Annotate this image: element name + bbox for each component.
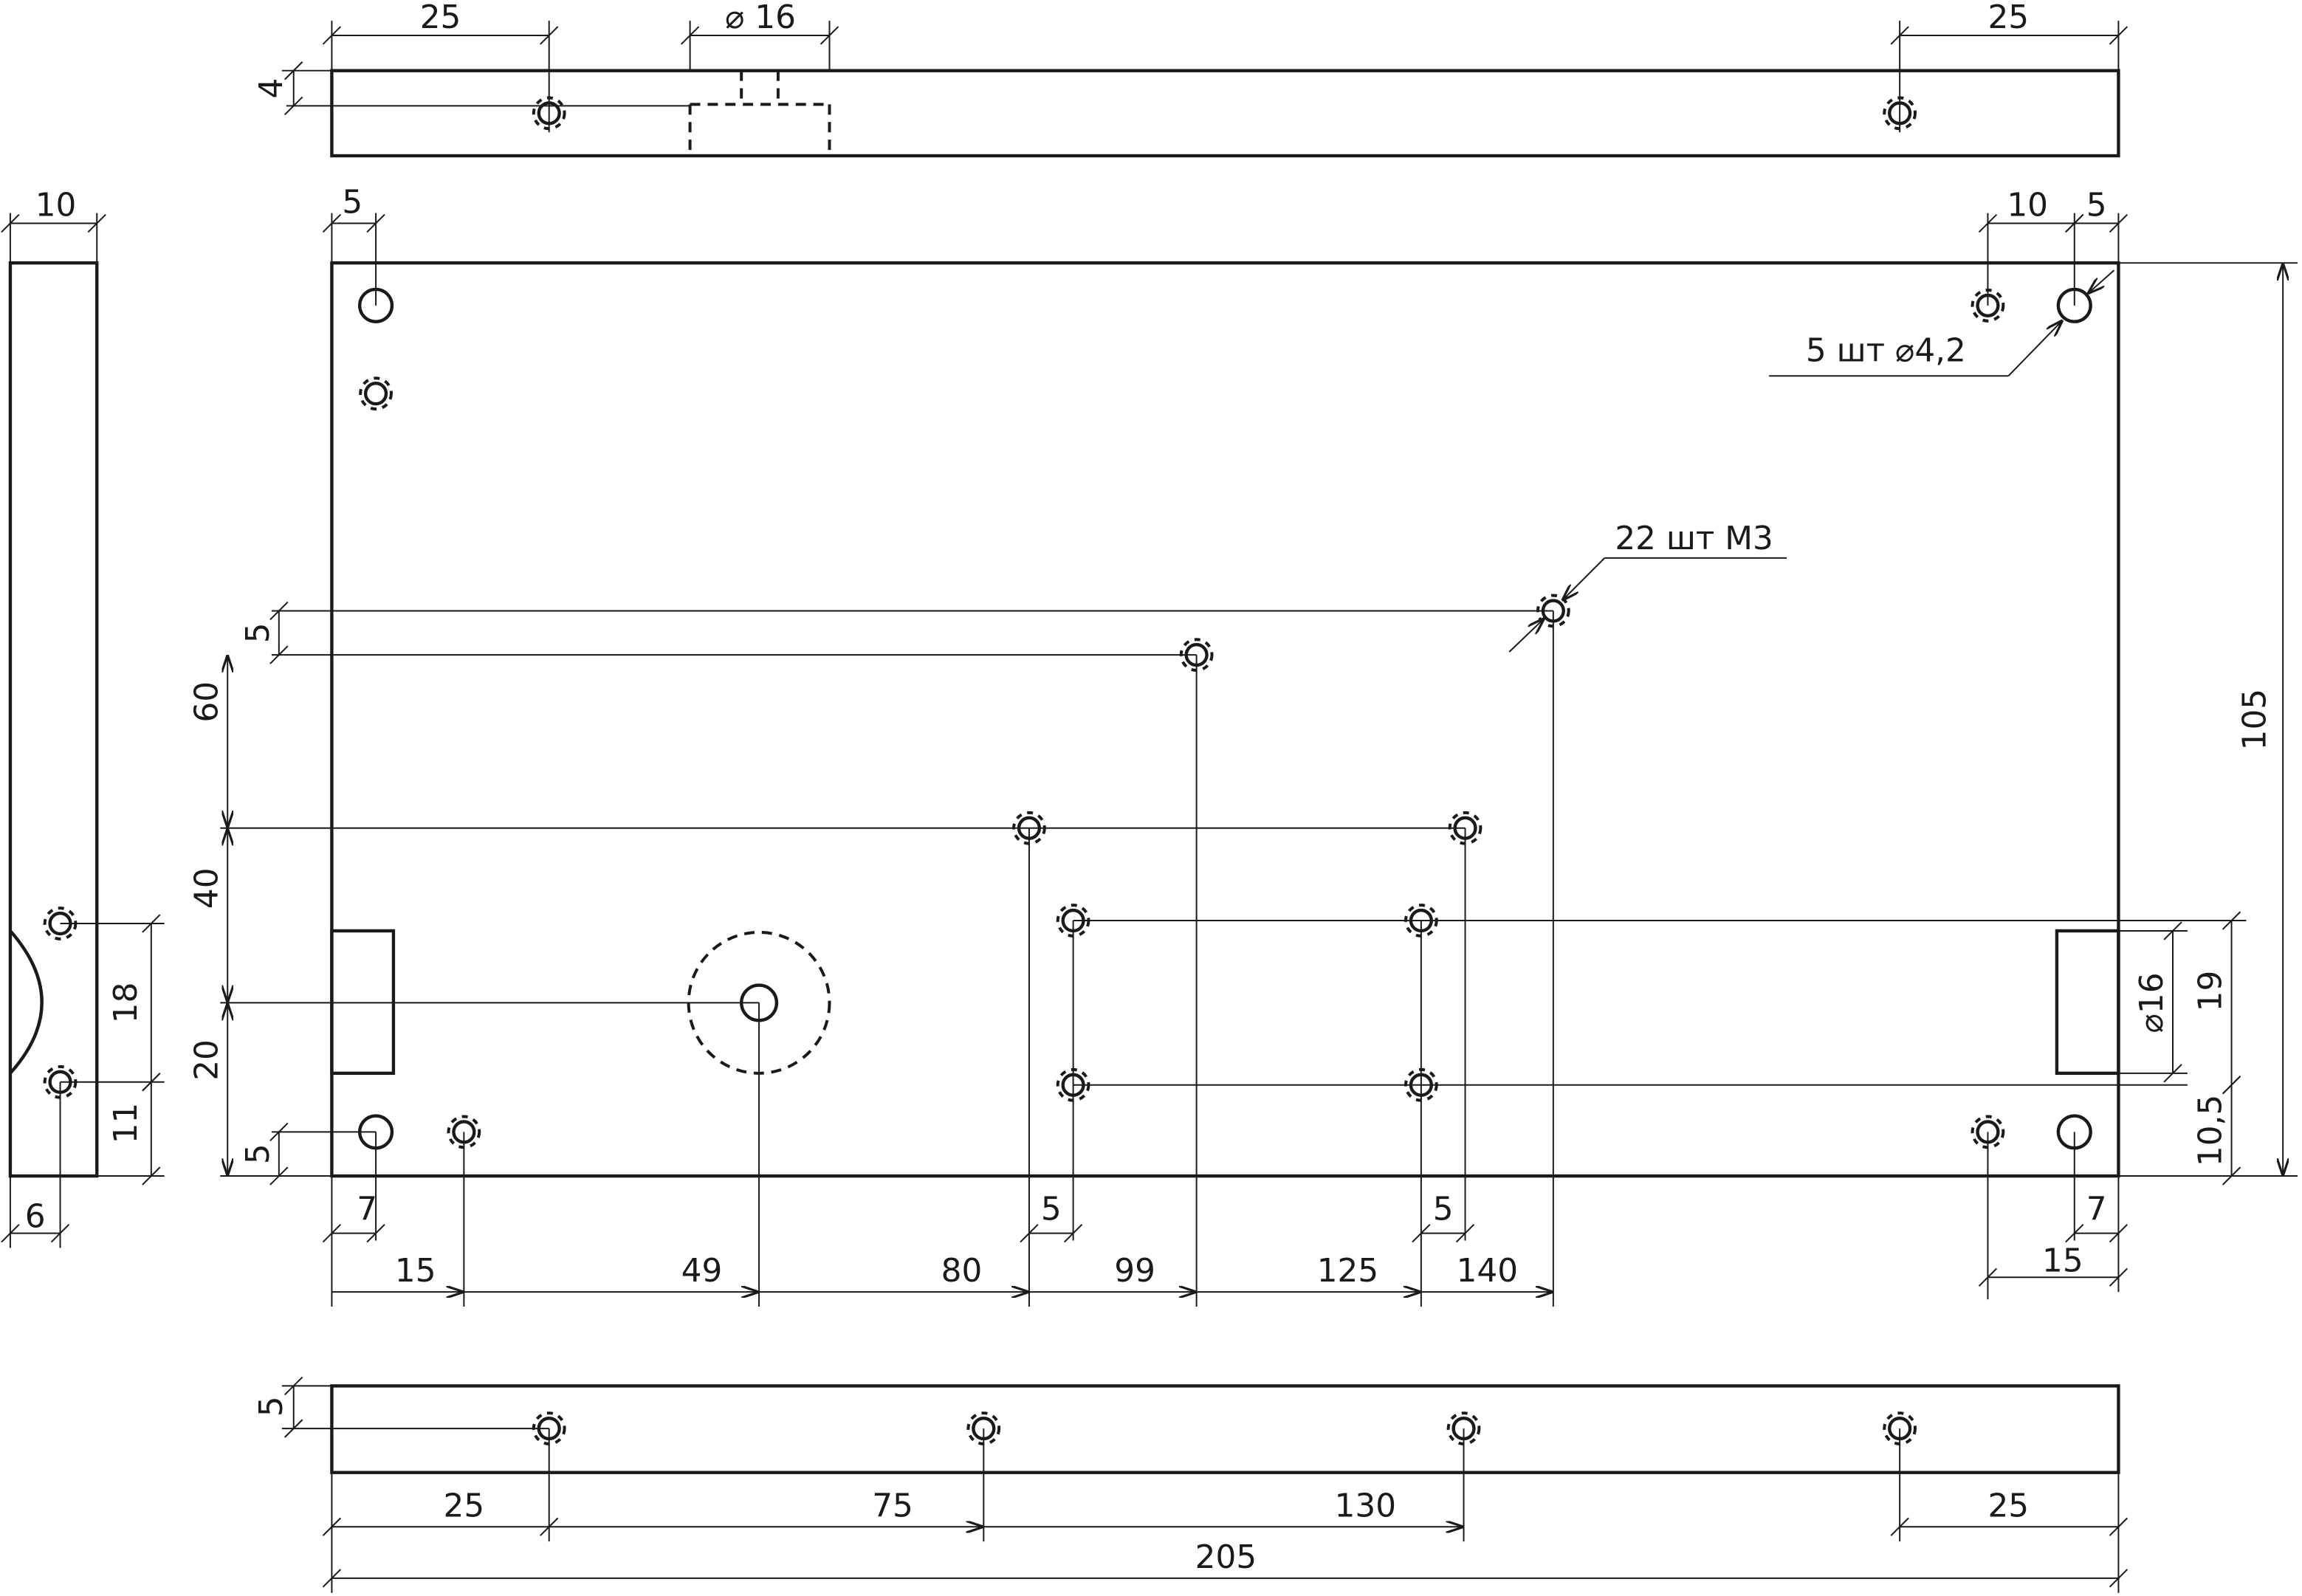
- through-holes-note: 5 шт ⌀4,2: [1806, 331, 1966, 369]
- dimension-tick: [269, 1122, 289, 1142]
- dimension-tick: [269, 645, 289, 664]
- dimension-tick: [142, 1166, 161, 1186]
- dimension-tick: [2109, 1569, 2129, 1588]
- dimension-label: 19: [2192, 971, 2230, 1012]
- dimension-label: 7: [357, 1191, 377, 1228]
- dimension-tick: [2222, 1076, 2241, 1095]
- dimension-tick: [680, 26, 700, 45]
- leader-line: [1562, 557, 1606, 601]
- main-view-outline: [330, 261, 2120, 1178]
- dimension-label: 25: [1987, 0, 2029, 36]
- dimension-tick: [269, 601, 289, 621]
- leader-line: [1508, 618, 1545, 653]
- dimension-tick: [269, 1166, 289, 1186]
- dimension-tick: [284, 1376, 303, 1396]
- dimension-label: 15: [395, 1252, 436, 1290]
- side-view-cutout: [9, 929, 44, 1075]
- dimension-label: 140: [1457, 1252, 1518, 1290]
- dimension-tick: [1, 1223, 20, 1243]
- dimension-label: 130: [1335, 1487, 1396, 1524]
- dimension-tick: [2109, 1517, 2129, 1536]
- dimension-tick: [2065, 1223, 2084, 1243]
- side-view-outline: [8, 261, 99, 1178]
- dimension-tick: [322, 26, 342, 45]
- dimension-tick: [366, 1223, 385, 1243]
- dimension-label: 15: [2042, 1242, 2083, 1279]
- dimension-tick: [2109, 213, 2129, 233]
- dimension-label: 25: [444, 1487, 485, 1524]
- dimension-label: 125: [1317, 1252, 1378, 1290]
- dimension-label: 60: [188, 681, 225, 723]
- dimension-label: 5: [1041, 1191, 1062, 1228]
- dimension-tick: [1978, 213, 1998, 233]
- dimension-tick: [1, 213, 20, 233]
- dimension-tick: [1412, 1223, 1431, 1243]
- dimension-label: 5: [239, 622, 277, 643]
- dimension-tick: [284, 1419, 303, 1438]
- dimension-label: 18: [107, 983, 145, 1024]
- dimension-tick: [2163, 1064, 2182, 1083]
- dimension-tick: [1020, 1223, 1039, 1243]
- dimension-tick: [2065, 213, 2084, 233]
- dimension-tick: [2109, 26, 2129, 45]
- dimension-tick: [2222, 911, 2241, 930]
- dimension-label: ⌀ 16: [725, 0, 796, 36]
- dimension-tick: [50, 1223, 70, 1243]
- threaded-hole-m3: [363, 382, 388, 406]
- dimension-tick: [87, 213, 106, 233]
- dimension-tick: [2109, 1267, 2129, 1287]
- dimension-label: 75: [872, 1487, 913, 1524]
- dimension-label: 11: [107, 1103, 145, 1144]
- dimension-label: 6: [25, 1198, 46, 1236]
- dimension-tick: [1063, 1223, 1083, 1243]
- leader-line: [2088, 269, 2115, 294]
- dimension-label: 5: [2086, 187, 2107, 224]
- dimension-label: ⌀16: [2133, 972, 2171, 1033]
- dimension-tick: [322, 1223, 342, 1243]
- dimension-label: 49: [681, 1252, 723, 1290]
- threaded-holes-note: 22 шт M3: [1615, 520, 1773, 557]
- bottom-view-outline: [330, 1384, 2120, 1474]
- dimension-tick: [284, 96, 303, 116]
- dimension-tick: [1978, 1267, 1998, 1287]
- dimension-tick: [540, 26, 559, 45]
- dimension-label: 4: [252, 78, 290, 99]
- dimension-tick: [284, 61, 303, 80]
- dimension-tick: [1890, 26, 1909, 45]
- dimension-label: 20: [188, 1039, 225, 1081]
- dimension-label: 5: [239, 1143, 277, 1164]
- dimension-label: 25: [420, 0, 461, 36]
- dimension-tick: [2222, 1166, 2241, 1186]
- leader-line: [2007, 320, 2063, 376]
- dimension-tick: [820, 26, 839, 45]
- dimension-label: 40: [188, 867, 225, 909]
- dimension-label: 5: [342, 184, 363, 221]
- dimension-label: 10: [2007, 187, 2048, 224]
- thread-outline: [359, 376, 393, 411]
- dimension-tick: [1455, 1223, 1475, 1243]
- right-slot: [2055, 929, 2120, 1076]
- dimension-tick: [322, 1569, 342, 1588]
- dimension-tick: [322, 1517, 342, 1536]
- dimension-tick: [2109, 1223, 2129, 1243]
- dimension-label: 99: [1114, 1252, 1155, 1290]
- dimension-tick: [366, 213, 385, 233]
- dimension-label: 5: [252, 1396, 290, 1417]
- dimension-label: 105: [2236, 689, 2273, 750]
- dimension-tick: [142, 1073, 161, 1092]
- dimension-tick: [1890, 1517, 1909, 1536]
- dimension-label: 5: [1433, 1191, 1454, 1228]
- dimension-label: 7: [2086, 1191, 2107, 1228]
- dimension-label: 10,5: [2192, 1095, 2230, 1166]
- dimension-tick: [142, 914, 161, 933]
- dimension-label: 80: [941, 1252, 983, 1290]
- dimension-label: 25: [1987, 1487, 2029, 1524]
- dimension-label: 205: [1195, 1538, 1257, 1576]
- dimension-tick: [2163, 921, 2182, 940]
- top-view-outline: [330, 69, 2120, 158]
- dimension-tick: [322, 213, 342, 233]
- dimension-label: 10: [35, 187, 77, 224]
